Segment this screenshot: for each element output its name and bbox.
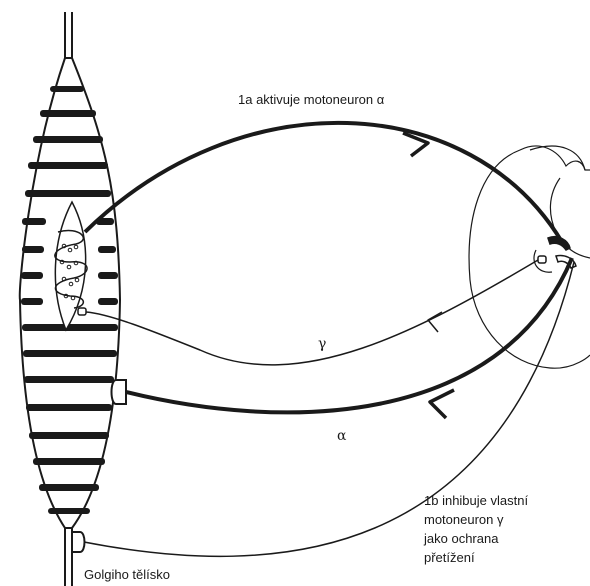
upper-tendon <box>65 12 72 58</box>
alpha-motor-end-plate <box>112 380 127 404</box>
alpha-label: α <box>337 428 347 444</box>
golgi-label: Golgiho tělísko <box>84 567 170 582</box>
spinal-cord <box>469 146 590 368</box>
ib-label-line-3: jako ochrana <box>423 531 499 546</box>
ib-label-line-2: motoneuron γ <box>424 512 504 527</box>
gamma-label: γ <box>318 336 326 352</box>
ib-label-line-1: 1b inhibuje vlastní <box>424 493 528 508</box>
gamma-motor-ending <box>78 308 86 315</box>
lower-tendon <box>65 528 72 586</box>
ib-label-line-4: přetížení <box>424 550 475 565</box>
alpha-arrowhead <box>430 390 454 418</box>
golgi-tendon-organ <box>72 532 85 552</box>
alpha-efferent-pathway <box>126 258 572 412</box>
ia-afferent-pathway <box>85 123 562 242</box>
ia-pathway-label: 1a aktivuje motoneuron α <box>238 92 385 107</box>
